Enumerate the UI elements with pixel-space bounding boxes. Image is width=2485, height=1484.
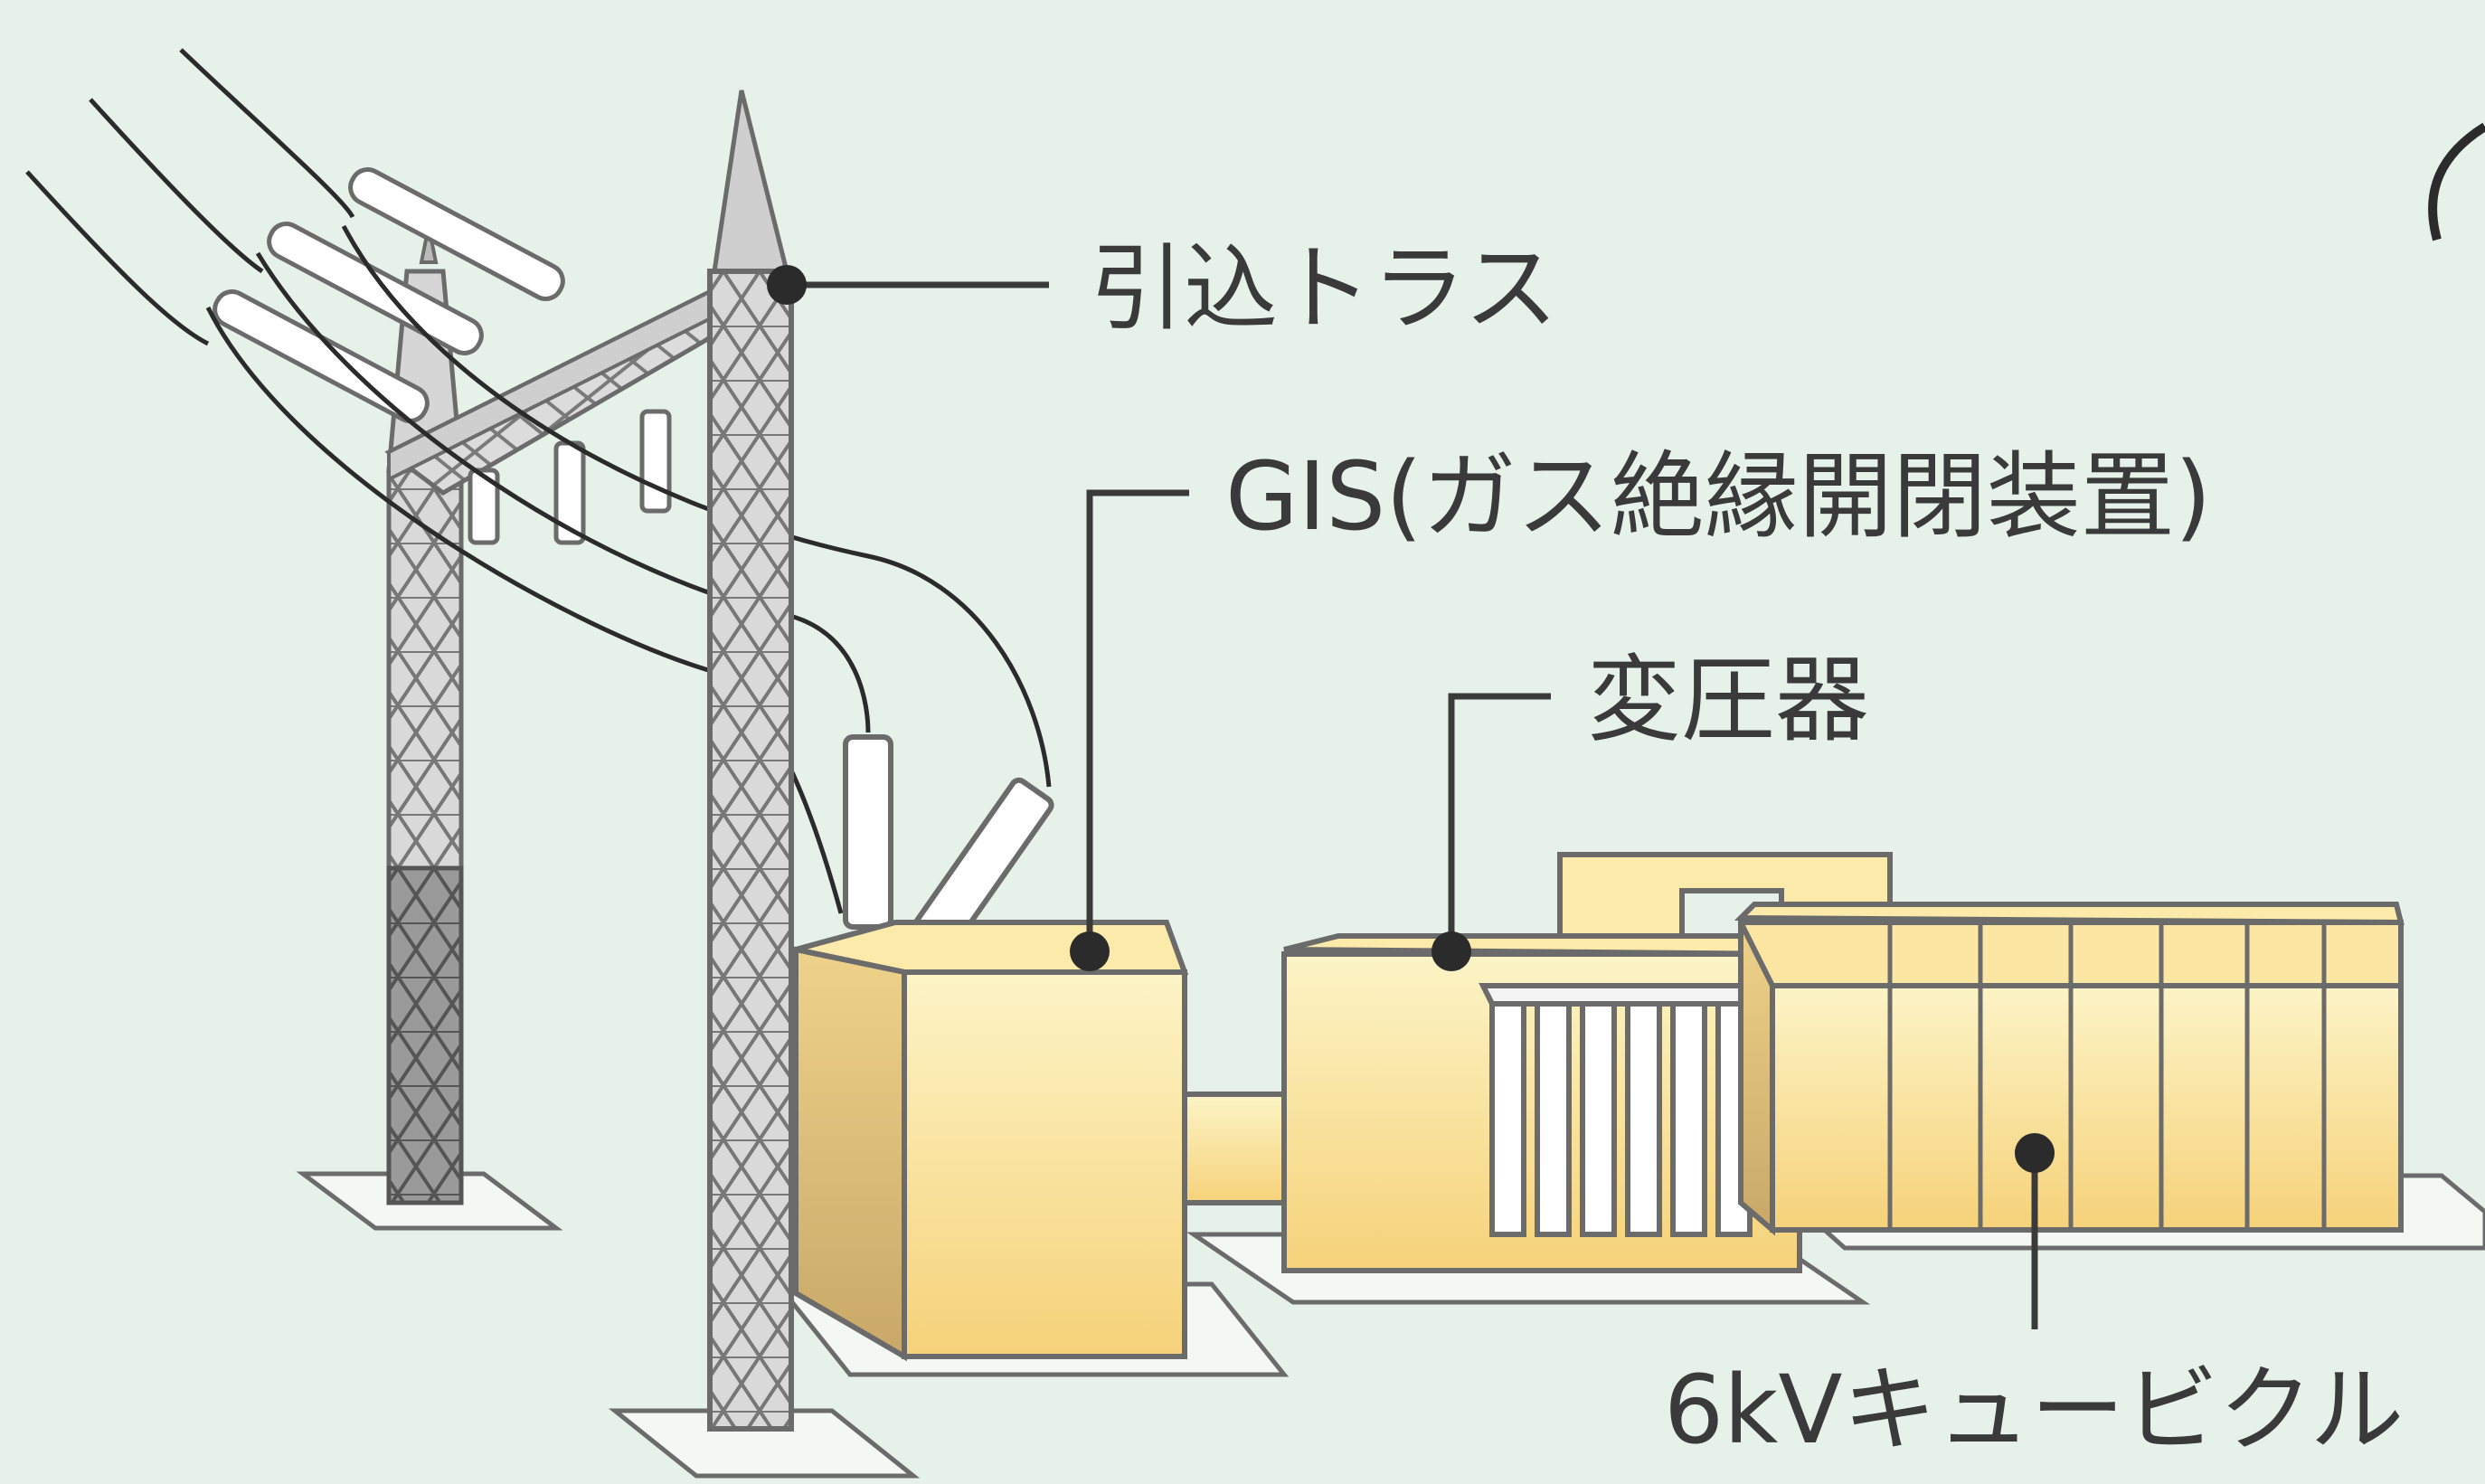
cubicle-marker	[2015, 1133, 2055, 1173]
transformer-label: 変圧器	[1587, 645, 1869, 755]
gis-bushings	[843, 734, 1054, 959]
incoming-cables	[25, 48, 1052, 914]
strain-insulators	[213, 167, 565, 423]
beam-insulators	[468, 409, 672, 545]
back-truss-tower	[386, 225, 464, 1205]
gis-label: GIS(ガス絶縁開閉装置)	[1225, 441, 2211, 552]
transformer-marker	[1431, 931, 1471, 971]
front-truss-tower	[707, 90, 794, 1432]
gis-leader	[1086, 489, 1189, 950]
leader-dots	[767, 265, 2055, 1173]
leader-lines	[787, 281, 2038, 1329]
transformer-leader	[1448, 693, 1551, 950]
truss-marker	[767, 265, 807, 305]
partial-arc-decoration	[2428, 122, 2485, 241]
cubicle-equipment	[1734, 902, 2405, 1236]
cubicle-panel-lines	[1887, 922, 2327, 1230]
gis-marker	[1070, 931, 1110, 971]
truss-label: 引込トラス	[1090, 233, 1558, 344]
cubicle-label: 6kVキュービクル	[1664, 1355, 2404, 1465]
gis-equipment	[793, 920, 1189, 1362]
